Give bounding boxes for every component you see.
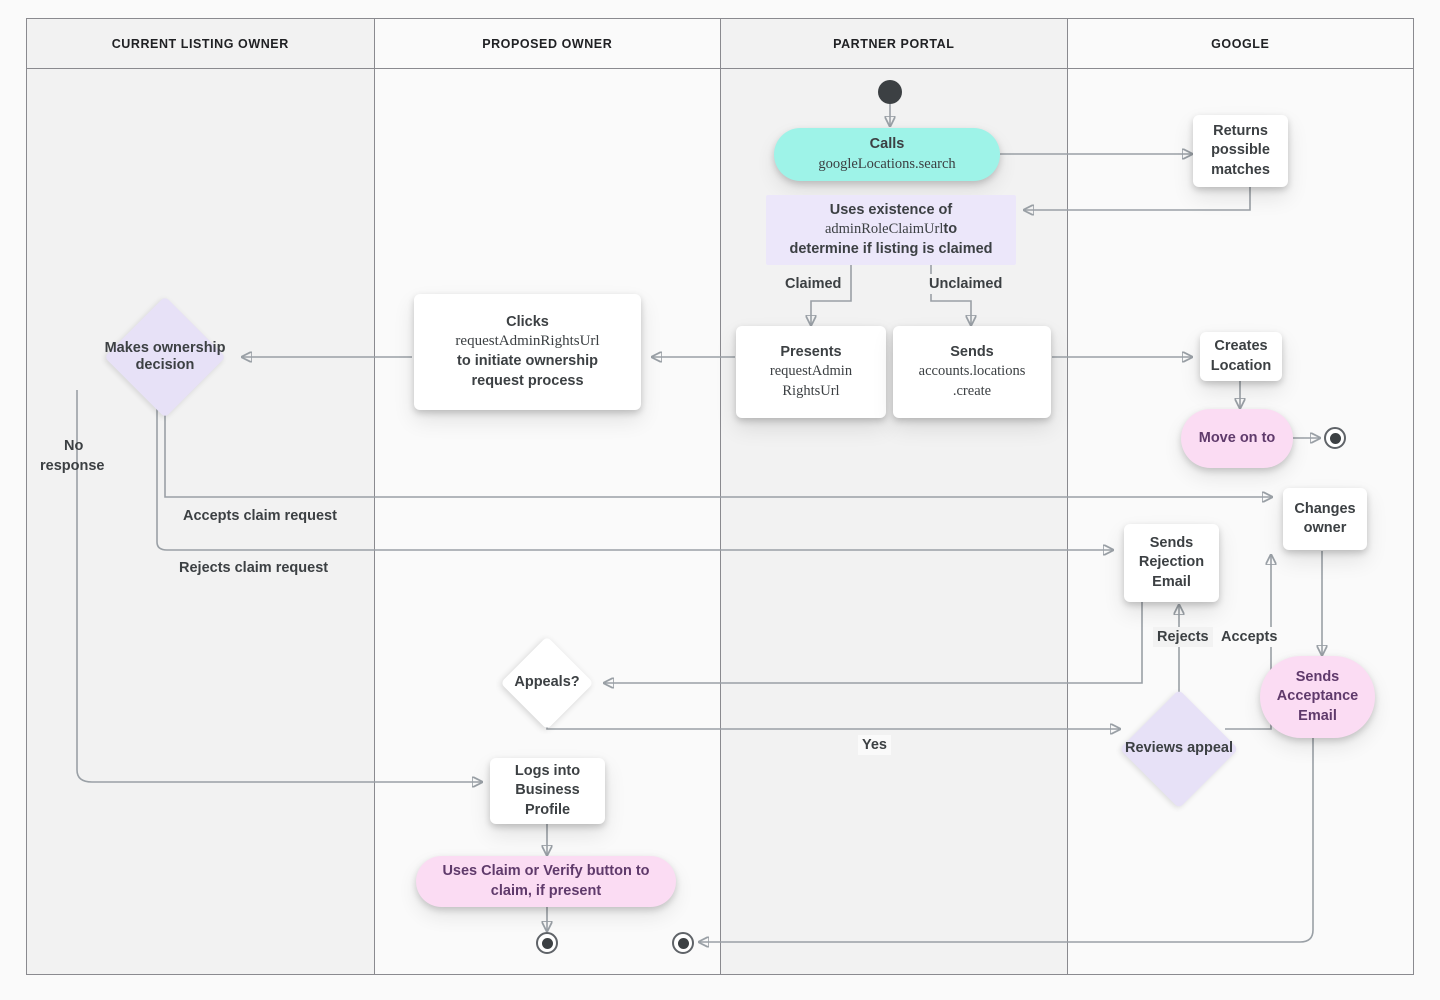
sends-create-code-line2: .create [952, 382, 992, 399]
node-changes-owner[interactable]: Changes owner [1283, 488, 1367, 550]
clicks-line3: request process [471, 372, 584, 389]
appeals-label: Appeals? [514, 674, 580, 691]
node-sends-accounts-locations-create[interactable]: Sends accounts.locations .create [893, 326, 1051, 418]
edge-label-rejects: Rejects [1153, 627, 1213, 648]
presents-code-line2: RightsUrl [782, 382, 840, 399]
edge-label-no-response-line1: No [64, 438, 84, 454]
sends-create-code-line1: accounts.locations [918, 363, 1026, 380]
creates-location-label: Creates Location [1210, 338, 1272, 374]
edge-label-accepts: Accepts [1217, 627, 1282, 648]
edge-label-yes: Yes [858, 735, 891, 756]
end-node-google [1324, 427, 1346, 449]
node-presents-request-admin-rights-url[interactable]: Presents requestAdmin RightsUrl [736, 326, 886, 418]
sends-create-line1: Sends [950, 344, 994, 361]
makes-ownership-decision-label: Makes ownership decision [104, 339, 226, 373]
sends-acceptance-email-label: Sends Acceptance Email [1276, 669, 1359, 724]
node-appeals-decision[interactable]: Appeals? [500, 636, 594, 730]
edge-label-accepts-claim-request: Accepts claim request [179, 506, 341, 527]
logs-into-business-profile-label: Logs into Business Profile [514, 763, 581, 818]
node-sends-acceptance-email[interactable]: Sends Acceptance Email [1260, 656, 1375, 738]
edge-label-unclaimed: Unclaimed [925, 274, 1007, 295]
changes-owner-label: Changes owner [1294, 500, 1356, 536]
node-returns-possible-matches[interactable]: Returns possible matches [1193, 115, 1288, 187]
edge-label-claimed: Claimed [781, 274, 846, 295]
node-clicks-request-admin-rights-url[interactable]: Clicks requestAdminRightsUrl to initiate… [414, 294, 641, 410]
reviews-appeal-label: Reviews appeal [1125, 740, 1233, 757]
presents-line1: Presents [780, 344, 842, 361]
lane-header-proposed-owner: PROPOSED OWNER [374, 19, 720, 69]
presents-code-line1: requestAdmin [769, 363, 853, 380]
lane-proposed-owner: PROPOSED OWNER [374, 19, 721, 974]
lane-current-listing-owner: CURRENT LISTING OWNER [27, 19, 375, 974]
edge-label-no-response-line2: response [40, 458, 105, 474]
clicks-code: requestAdminRightsUrl [455, 333, 600, 350]
returns-possible-matches-label: Returns possible matches [1211, 123, 1270, 178]
node-uses-claim-or-verify-button[interactable]: Uses Claim or Verify button to claim, if… [416, 856, 676, 907]
clicks-line2: to initiate ownership [457, 353, 598, 370]
node-sends-rejection-email[interactable]: Sends Rejection Email [1124, 524, 1219, 602]
calls-label-line1: Calls [869, 136, 905, 153]
lane-header-google: GOOGLE [1067, 19, 1413, 69]
start-node [878, 80, 902, 104]
node-makes-ownership-decision[interactable]: Makes ownership decision [104, 296, 226, 418]
lane-header-partner-portal: PARTNER PORTAL [721, 19, 1067, 69]
uses-existence-code: adminRoleClaimUrl [824, 221, 944, 238]
edge-label-rejects-claim-request: Rejects claim request [175, 558, 333, 579]
end-node-partner-portal [672, 932, 694, 954]
node-move-on-to[interactable]: Move on to [1181, 409, 1293, 468]
clicks-line1: Clicks [506, 314, 549, 331]
lane-header-current-listing-owner: CURRENT LISTING OWNER [27, 19, 374, 69]
end-node-proposed-owner [536, 932, 558, 954]
uses-existence-line1: Uses existence of [829, 202, 953, 219]
calls-label-method: googleLocations.search [818, 155, 956, 172]
uses-existence-line2: to [943, 221, 958, 238]
sends-rejection-email-label: Sends Rejection Email [1138, 535, 1205, 590]
node-calls-google-locations-search[interactable]: Calls googleLocations.search [774, 128, 1000, 181]
claim-verify-line2: claim, if present [490, 882, 602, 899]
node-creates-location[interactable]: Creates Location [1200, 332, 1282, 381]
claim-verify-line1: Uses Claim or Verify button to [442, 863, 650, 880]
lane-body-proposed-owner [375, 69, 721, 974]
node-reviews-appeal[interactable]: Reviews appeal [1119, 689, 1239, 809]
uses-existence-line3: determine if listing is claimed [789, 240, 993, 257]
move-on-to-label: Move on to [1198, 429, 1276, 446]
node-uses-existence-of-admin-role-claim-url: Uses existence of adminRoleClaimUrlto de… [766, 195, 1016, 265]
node-logs-into-business-profile[interactable]: Logs into Business Profile [490, 758, 605, 824]
